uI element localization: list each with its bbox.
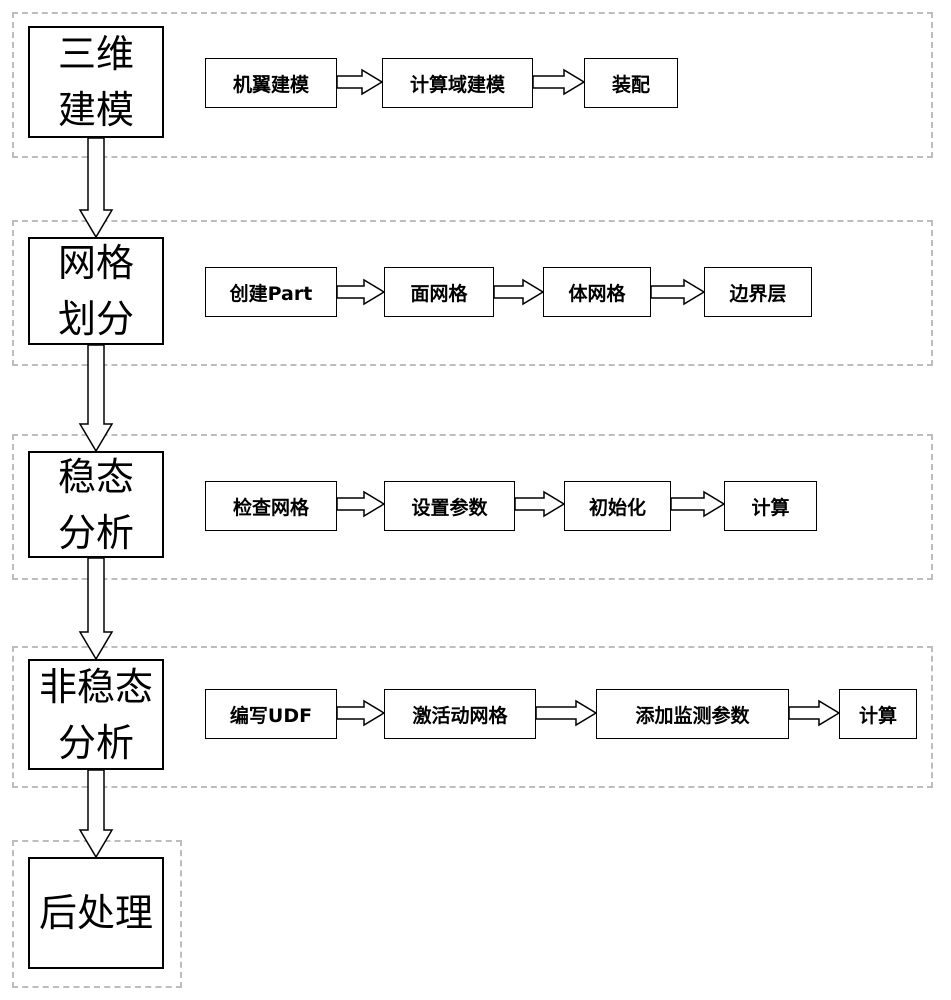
step-compute: 计算 xyxy=(724,481,817,531)
stage-3d-modeling: 三维 建模 xyxy=(28,26,164,138)
stage-label-line1: 稳态 xyxy=(58,449,134,505)
step-boundary-layer: 边界层 xyxy=(704,267,812,317)
step-write-udf: 编写UDF xyxy=(205,689,337,739)
down-arrow-3 xyxy=(80,558,112,659)
step-volume-mesh: 体网格 xyxy=(543,267,651,317)
stage-unsteady-analysis: 非稳态 分析 xyxy=(28,659,164,770)
step-check-mesh: 检查网格 xyxy=(205,481,337,531)
right-arrow-r4-1 xyxy=(337,701,384,725)
stage-label-line2: 划分 xyxy=(58,291,134,347)
step-wing-modeling: 机翼建模 xyxy=(205,58,337,108)
step-assembly: 装配 xyxy=(584,58,678,108)
right-arrow-r3-1 xyxy=(337,492,384,516)
right-arrow-r4-2 xyxy=(536,701,596,725)
down-arrow-2 xyxy=(80,345,112,451)
stage-label-line2: 分析 xyxy=(58,715,134,771)
down-arrow-1 xyxy=(80,138,112,237)
right-arrow-r2-2 xyxy=(494,280,543,304)
stage-label: 后处理 xyxy=(39,885,153,941)
stage-label-line2: 分析 xyxy=(58,505,134,561)
right-arrow-r3-2 xyxy=(515,492,564,516)
step-create-part: 创建Part xyxy=(205,267,337,317)
right-arrow-r2-3 xyxy=(651,280,704,304)
stage-label-line1: 非稳态 xyxy=(39,659,153,715)
step-activate-dynamic-mesh: 激活动网格 xyxy=(384,689,536,739)
stage-label-line1: 网格 xyxy=(58,235,134,291)
step-set-parameters: 设置参数 xyxy=(384,481,515,531)
right-arrow-r1-2 xyxy=(533,70,584,94)
stage-post-processing: 后处理 xyxy=(28,857,164,969)
right-arrow-r3-3 xyxy=(671,492,724,516)
stage-label-line1: 三维 xyxy=(58,26,134,82)
right-arrow-r1-1 xyxy=(337,70,382,94)
down-arrow-4 xyxy=(80,770,112,857)
right-arrow-r2-1 xyxy=(337,280,384,304)
stage-label-line2: 建模 xyxy=(58,82,134,138)
step-compute-unsteady: 计算 xyxy=(839,689,917,739)
step-add-monitors: 添加监测参数 xyxy=(596,689,789,739)
step-domain-modeling: 计算域建模 xyxy=(382,58,533,108)
stage-mesh-generation: 网格 划分 xyxy=(28,237,164,345)
step-initialize: 初始化 xyxy=(564,481,671,531)
stage-steady-analysis: 稳态 分析 xyxy=(28,451,164,558)
right-arrow-r4-3 xyxy=(789,701,839,725)
step-surface-mesh: 面网格 xyxy=(384,267,494,317)
